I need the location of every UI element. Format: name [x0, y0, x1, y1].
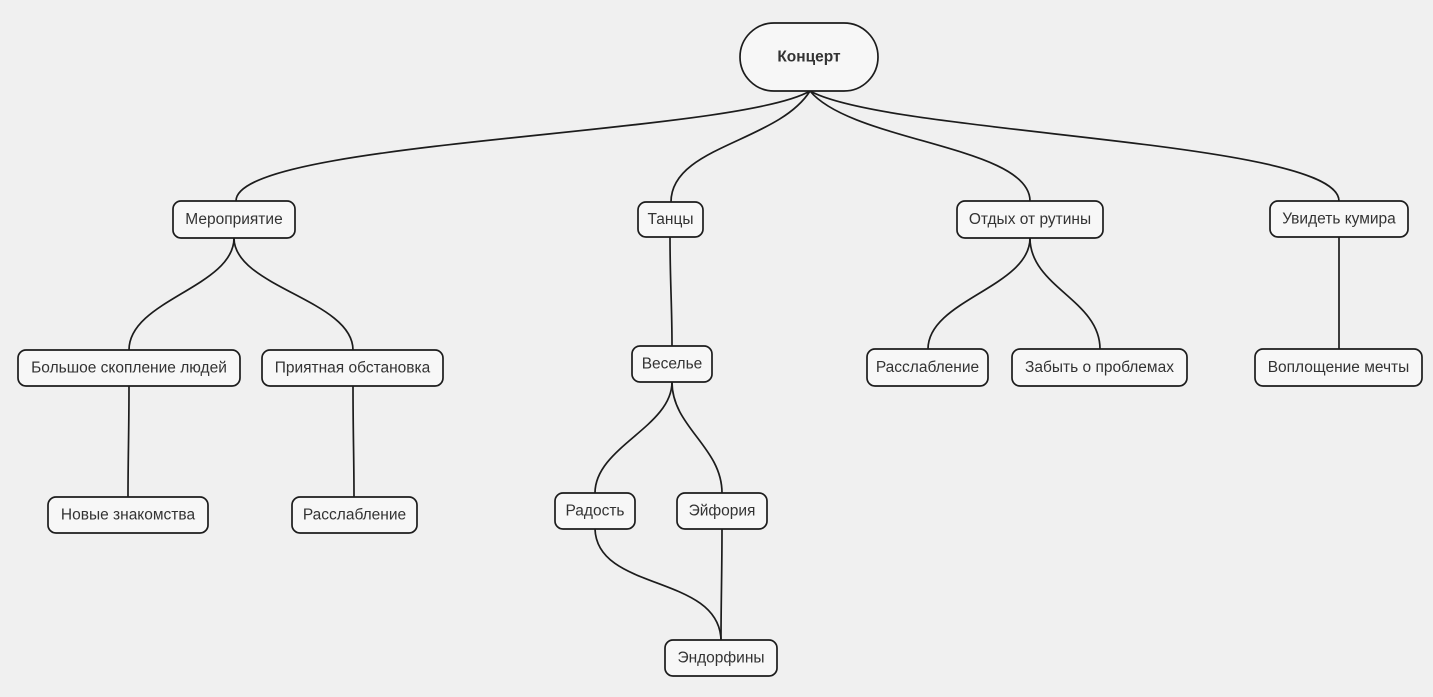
node-forget-problems[interactable]: Забыть о проблемах: [1011, 348, 1188, 387]
edges-layer: [127, 90, 1340, 641]
node-concert-label: Концерт: [777, 49, 841, 66]
edge-rest-forget-problems: [1029, 237, 1101, 350]
node-relaxation-atmosphere-label: Расслабление: [303, 507, 406, 524]
node-new-acquaintances[interactable]: Новые знакомства: [47, 496, 209, 534]
edge-dances-fun: [669, 236, 673, 347]
node-concert[interactable]: Концерт: [739, 22, 879, 92]
node-big-crowd[interactable]: Большое скопление людей: [17, 349, 241, 387]
edge-rest-relaxation: [927, 237, 1031, 350]
node-euphoria-label: Эйфория: [689, 503, 756, 520]
node-endorphins-label: Эндорфины: [677, 650, 764, 667]
node-new-acquaintances-label: Новые знакомства: [61, 507, 196, 524]
node-rest-from-routine[interactable]: Отдых от рутины: [956, 200, 1104, 239]
node-pleasant-atmosphere-label: Приятная обстановка: [275, 360, 431, 377]
node-event[interactable]: Мероприятие: [172, 200, 296, 239]
node-big-crowd-label: Большое скопление людей: [31, 360, 227, 377]
node-dream-come-true-label: Воплощение мечты: [1268, 359, 1410, 376]
node-fun[interactable]: Веселье: [631, 345, 713, 383]
edge-concert-dances: [670, 90, 811, 203]
edge-concert-rest-from-routine: [809, 90, 1031, 202]
edge-concert-event: [235, 90, 811, 202]
edge-pleasant-atmosphere-relaxation: [352, 385, 355, 498]
node-endorphins[interactable]: Эндорфины: [664, 639, 778, 677]
node-see-idol[interactable]: Увидеть кумира: [1269, 200, 1409, 238]
edge-event-big-crowd: [128, 237, 235, 351]
edge-fun-euphoria: [671, 381, 723, 494]
node-joy-label: Радость: [565, 503, 624, 520]
node-dream-come-true[interactable]: Воплощение мечты: [1254, 348, 1423, 387]
edge-big-crowd-new-acquaintances: [127, 385, 130, 498]
node-fun-label: Веселье: [642, 356, 703, 373]
node-forget-problems-label: Забыть о проблемах: [1025, 359, 1174, 376]
node-relaxation-rest[interactable]: Расслабление: [866, 348, 989, 387]
node-euphoria[interactable]: Эйфория: [676, 492, 768, 530]
node-event-label: Мероприятие: [185, 211, 282, 228]
edge-joy-endorphins: [594, 528, 722, 641]
edge-fun-joy: [594, 381, 673, 494]
edge-concert-see-idol: [809, 90, 1340, 202]
node-see-idol-label: Увидеть кумира: [1282, 211, 1396, 228]
node-dances[interactable]: Танцы: [637, 201, 704, 238]
edge-event-pleasant-atmosphere: [233, 237, 354, 351]
nodes-layer: Концерт Мероприятие Танцы Отдых от рутин…: [17, 22, 1423, 677]
edge-euphoria-endorphins: [720, 528, 723, 641]
node-rest-from-routine-label: Отдых от рутины: [969, 211, 1091, 228]
node-dances-label: Танцы: [648, 211, 694, 228]
node-pleasant-atmosphere[interactable]: Приятная обстановка: [261, 349, 444, 387]
node-joy[interactable]: Радость: [554, 492, 636, 530]
node-relaxation-atmosphere[interactable]: Расслабление: [291, 496, 418, 534]
node-relaxation-rest-label: Расслабление: [876, 359, 979, 376]
